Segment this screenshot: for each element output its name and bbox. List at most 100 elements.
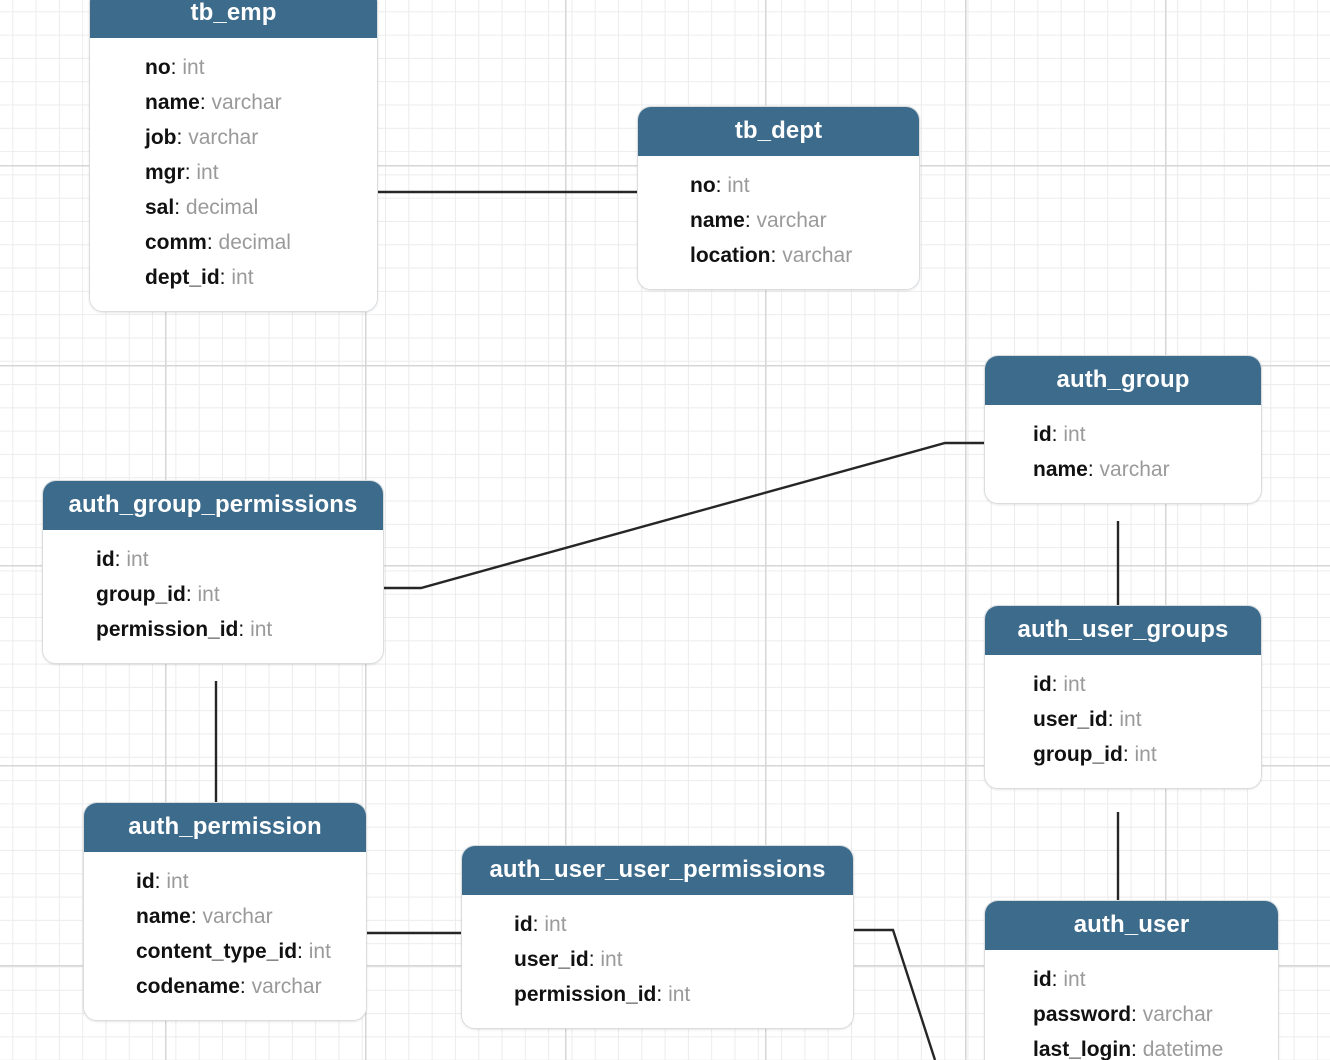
field-type: int: [1063, 967, 1086, 991]
field-row: sal: decimal: [90, 190, 377, 225]
field-separator: :: [1122, 742, 1129, 766]
field-type: int: [126, 547, 149, 571]
field-type: int: [1063, 672, 1086, 696]
field-name: location: [690, 243, 771, 267]
entity-auth_user_user_permissions[interactable]: auth_user_user_permissions id: int user_…: [461, 845, 854, 1029]
field-type: int: [1119, 707, 1142, 731]
field-name: name: [690, 208, 745, 232]
field-separator: :: [239, 974, 246, 998]
field-separator: :: [1131, 1002, 1137, 1026]
field-separator: :: [1051, 422, 1058, 446]
field-name: last_login: [1033, 1037, 1132, 1060]
field-type: int: [600, 947, 623, 971]
field-name: mgr: [145, 160, 185, 184]
entity-tb_emp[interactable]: tb_emp no: int name: varchar job: varcha…: [89, 0, 378, 312]
field-row: job: varchar: [90, 120, 377, 155]
field-name: job: [145, 125, 177, 149]
entity-title-tb_dept: tb_dept: [638, 107, 919, 156]
field-name: no: [690, 173, 716, 197]
field-row: id: int: [985, 962, 1278, 997]
entity-tb_dept[interactable]: tb_dept no: int name: varchar location: …: [637, 106, 920, 290]
field-separator: :: [1087, 457, 1094, 481]
entity-auth_permission[interactable]: auth_permission id: int name: varchar co…: [83, 802, 367, 1021]
field-type: int: [182, 55, 205, 79]
entity-auth_user[interactable]: auth_user id: int password: varchar last…: [984, 900, 1279, 1060]
connector-auth_group_permissions-auth_group: [384, 441, 984, 590]
field-row: name: varchar: [638, 203, 919, 238]
field-separator: :: [185, 582, 192, 606]
entity-title-tb_emp: tb_emp: [90, 0, 377, 38]
field-name: id: [136, 869, 155, 893]
field-name: group_id: [96, 582, 186, 606]
entity-title-auth_group_permissions: auth_group_permissions: [43, 481, 383, 530]
field-separator: :: [744, 208, 751, 232]
field-name: user_id: [514, 947, 589, 971]
field-row: dept_id: int: [90, 260, 377, 295]
field-name: name: [145, 90, 200, 114]
entity-auth_group_permissions[interactable]: auth_group_permissions id: int group_id:…: [42, 480, 384, 664]
field-type: int: [231, 265, 254, 289]
field-type: decimal: [185, 195, 259, 219]
field-row: name: varchar: [84, 899, 366, 934]
field-type: varchar: [756, 208, 827, 232]
field-name: permission_id: [514, 982, 657, 1006]
field-type: varchar: [202, 904, 273, 928]
field-separator: :: [770, 243, 777, 267]
field-separator: :: [174, 195, 181, 219]
entity-title-auth_user: auth_user: [985, 901, 1278, 950]
field-type: int: [197, 582, 220, 606]
entity-fields-auth_group_permissions: id: int group_id: int permission_id: int: [43, 529, 383, 663]
field-separator: :: [170, 55, 177, 79]
entity-auth_group[interactable]: auth_group id: int name: varchar: [984, 355, 1262, 504]
field-name: name: [1033, 457, 1088, 481]
field-row: user_id: int: [985, 702, 1261, 737]
field-row: password: varchar: [985, 997, 1278, 1032]
field-separator: :: [154, 869, 161, 893]
field-separator: :: [656, 982, 663, 1006]
entity-fields-auth_group: id: int name: varchar: [985, 404, 1261, 503]
field-row: permission_id: int: [462, 977, 853, 1012]
field-row: no: int: [638, 168, 919, 203]
field-type: int: [1134, 742, 1157, 766]
field-row: name: varchar: [985, 452, 1261, 487]
field-separator: :: [114, 547, 121, 571]
field-type: int: [196, 160, 219, 184]
entity-fields-auth_user: id: int password: varchar last_login: da…: [985, 949, 1278, 1060]
field-name: id: [1033, 967, 1052, 991]
field-row: content_type_id: int: [84, 934, 366, 969]
field-separator: :: [219, 265, 226, 289]
field-separator: :: [206, 230, 213, 254]
field-row: permission_id: int: [43, 612, 383, 647]
field-type: varchar: [782, 243, 853, 267]
field-separator: :: [1051, 672, 1058, 696]
field-type: int: [544, 912, 567, 936]
field-separator: :: [184, 160, 191, 184]
field-type: int: [1063, 422, 1086, 446]
field-row: id: int: [84, 864, 366, 899]
field-name: comm: [145, 230, 207, 254]
field-name: permission_id: [96, 617, 239, 641]
field-separator: :: [1131, 1037, 1137, 1060]
field-name: user_id: [1033, 707, 1108, 731]
field-name: codename: [136, 974, 240, 998]
entity-fields-auth_user_user_permissions: id: int user_id: int permission_id: int: [462, 894, 853, 1028]
field-type: int: [250, 617, 273, 641]
entity-fields-tb_emp: no: int name: varchar job: varchar mgr: …: [90, 37, 377, 311]
field-row: mgr: int: [90, 155, 377, 190]
entity-auth_user_groups[interactable]: auth_user_groups id: int user_id: int gr…: [984, 605, 1262, 789]
field-type: varchar: [211, 90, 282, 114]
field-row: id: int: [43, 542, 383, 577]
field-name: id: [1033, 422, 1052, 446]
field-type: varchar: [251, 974, 322, 998]
field-row: no: int: [90, 50, 377, 85]
field-separator: :: [176, 125, 183, 149]
field-type: varchar: [1099, 457, 1170, 481]
field-separator: :: [532, 912, 539, 936]
field-row: id: int: [462, 907, 853, 942]
field-row: group_id: int: [43, 577, 383, 612]
field-separator: :: [1107, 707, 1114, 731]
field-row: id: int: [985, 417, 1261, 452]
field-name: no: [145, 55, 171, 79]
entity-title-auth_user_groups: auth_user_groups: [985, 606, 1261, 655]
field-type: int: [166, 869, 189, 893]
